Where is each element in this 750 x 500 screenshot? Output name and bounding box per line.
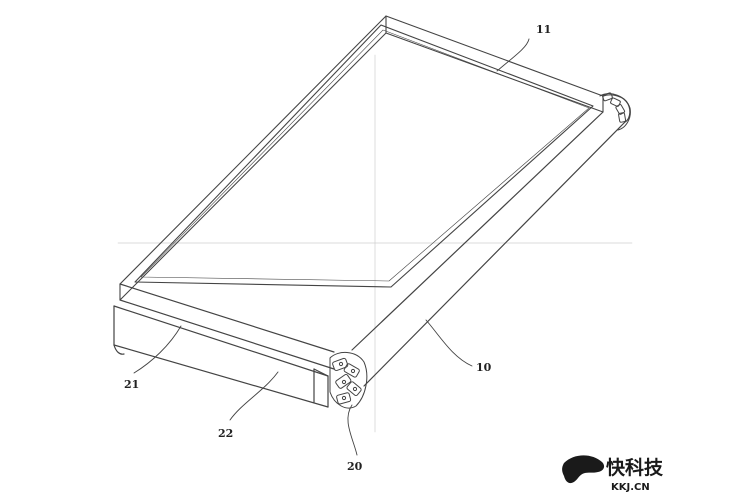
leader-11 — [496, 38, 530, 72]
label-part-22: 22 — [218, 427, 233, 440]
display-screen-inner — [140, 29, 590, 282]
leader-21 — [133, 325, 182, 374]
construction-lines — [117, 54, 633, 433]
display-screen — [134, 24, 594, 288]
leader-20 — [347, 404, 358, 456]
watermark-domain: KKJ.CN — [611, 482, 650, 493]
leader-22 — [229, 371, 279, 421]
upper-panel — [119, 15, 604, 370]
hinge-links-front — [329, 352, 368, 409]
label-part-11: 11 — [536, 23, 551, 36]
label-part-10: 10 — [476, 361, 492, 374]
leader-10 — [425, 319, 473, 367]
watermark: 快科技 KKJ.CN — [562, 455, 664, 493]
hinge-roll-body — [351, 94, 631, 387]
hinge-links-rear — [599, 92, 631, 131]
lower-panels — [113, 305, 329, 408]
watermark-logo-icon — [562, 455, 605, 484]
label-part-21: 21 — [124, 378, 139, 391]
watermark-name: 快科技 — [606, 456, 664, 479]
leader-lines — [133, 38, 530, 456]
label-part-20: 20 — [347, 460, 363, 473]
